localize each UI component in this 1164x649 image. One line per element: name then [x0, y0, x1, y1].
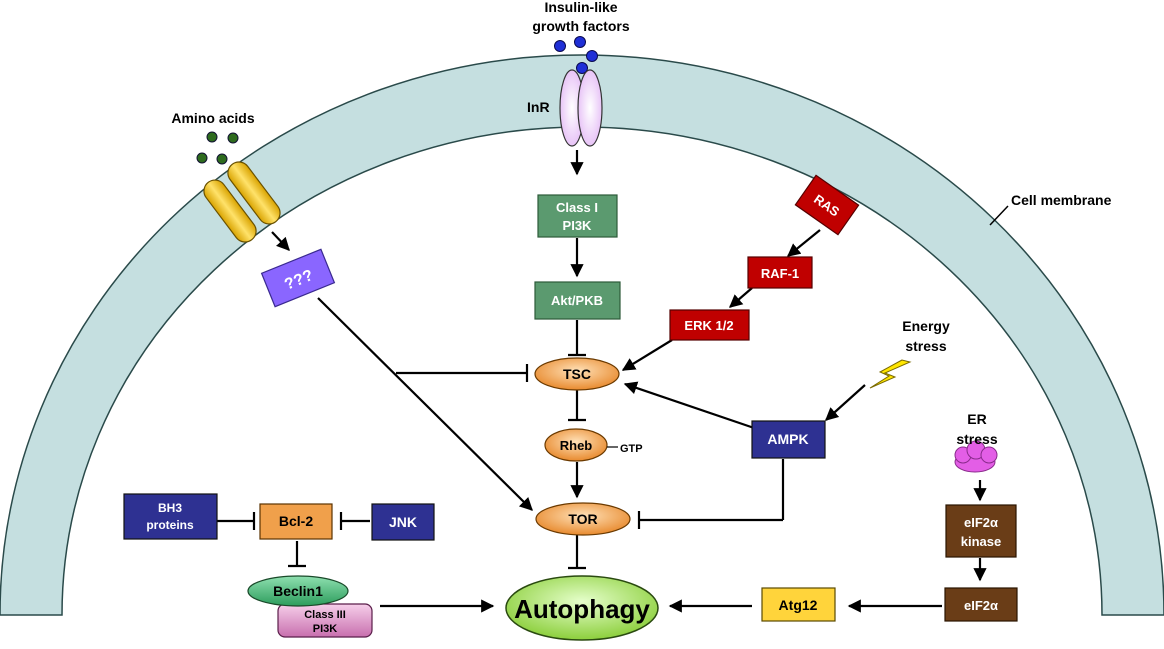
energy-stress-line2: stress: [905, 338, 946, 354]
gtp-label: GTP: [620, 443, 643, 455]
lightning-bolt-icon: [869, 359, 912, 389]
ampk-box: [751, 420, 826, 459]
unknown-box: [260, 248, 336, 308]
inr-label: InR: [527, 99, 550, 115]
jnk-label: JNK: [389, 514, 417, 530]
beclin1-node: [247, 575, 349, 607]
eif2a-label: eIF2α: [964, 598, 998, 613]
class3-label-line1: Class III: [304, 609, 346, 621]
tor-label: TOR: [568, 511, 597, 527]
erk-box: [669, 309, 750, 341]
rheb-node: [544, 428, 608, 462]
membrane-pointer-line: [989, 205, 1009, 226]
insulin-label-line1: Insulin-like: [544, 0, 617, 15]
beclin1-label: Beclin1: [273, 583, 323, 599]
class1-label-line1: Class I: [556, 200, 598, 215]
ampk-label: AMPK: [767, 431, 808, 447]
class1-pi3k-box: [537, 194, 618, 238]
pathway-connections: [217, 150, 987, 613]
jnk-box: [371, 503, 435, 541]
class1-label-line2: PI3K: [563, 218, 593, 233]
bcl2-box: [259, 503, 333, 540]
bcl2-label: Bcl-2: [279, 513, 313, 529]
cell-membrane-label: Cell membrane: [1011, 192, 1112, 208]
bh3-label-line2: proteins: [146, 518, 194, 532]
autophagy-node: [505, 575, 659, 641]
autophagy-label: Autophagy: [514, 594, 650, 624]
tsc-label: TSC: [563, 366, 591, 382]
ras-box: [794, 174, 860, 236]
amino-acid-transporter: [203, 161, 281, 243]
insulin-label-line2: growth factors: [532, 18, 629, 34]
akt-pkb-box: [534, 281, 621, 320]
eif2a-kinase-label-line1: eIF2α: [964, 515, 998, 530]
bh3-label-line1: BH3: [158, 501, 182, 515]
tsc-node: [534, 357, 620, 391]
er-stress-line2: stress: [956, 431, 997, 447]
energy-stress-line1: Energy: [902, 318, 950, 334]
eif2a-kinase-label-line2: kinase: [961, 534, 1001, 549]
eif2a-box: [944, 587, 1018, 622]
raf1-label: RAF-1: [761, 266, 799, 281]
amino-acids-label: Amino acids: [171, 110, 254, 126]
raf1-box: [747, 256, 813, 289]
atg12-box: [761, 587, 836, 622]
insulin-ligands: [554, 36, 598, 74]
er-stress-line1: ER: [967, 411, 986, 427]
amino-acid-ligands: [196, 131, 239, 165]
eif2a-kinase-box: [945, 504, 1017, 558]
tor-node: [535, 502, 631, 536]
cloud-icon: [954, 440, 998, 473]
insulin-receptor: [559, 69, 603, 147]
class3-label-line2: PI3K: [313, 623, 338, 635]
rheb-label: Rheb: [560, 438, 593, 453]
akt-label: Akt/PKB: [551, 293, 603, 308]
erk-label: ERK 1/2: [684, 318, 733, 333]
atg12-label: Atg12: [779, 597, 818, 613]
bh3-box: [123, 493, 218, 540]
